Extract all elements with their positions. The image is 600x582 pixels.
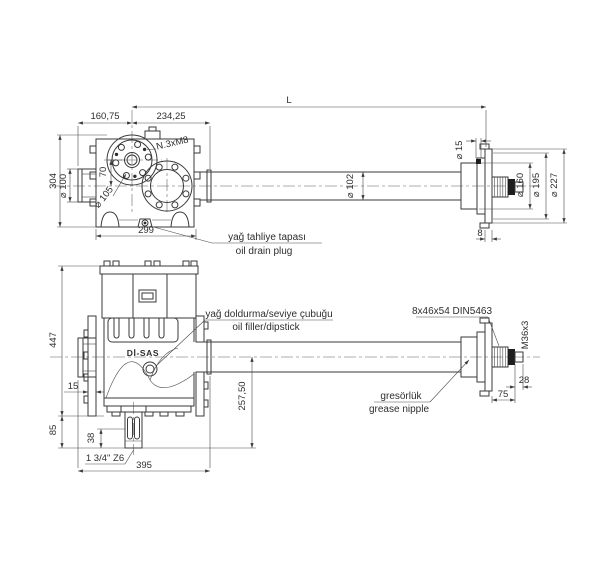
note-thread-m36: M36x3 <box>520 321 531 350</box>
brand-logo: Dİ-SAS <box>127 348 159 358</box>
dim-85: 85 <box>48 425 59 436</box>
dim-d100: ⌀ 100 <box>58 174 69 198</box>
dim-d15: ⌀ 15 <box>454 141 465 160</box>
dim-38: 38 <box>86 433 97 444</box>
note-grease-en: grease nipple <box>369 404 429 415</box>
dim-304: 304 <box>48 173 59 189</box>
dim-15: 15 <box>68 381 79 392</box>
dim-160-75: 160,75 <box>90 111 119 122</box>
dim-d160: ⌀ 160 <box>515 173 526 197</box>
note-oil-drain-tr: yağ tahliye tapası <box>228 232 306 243</box>
side-view-centerlines <box>50 356 540 455</box>
oil-filler-dipstick <box>142 361 158 377</box>
output-flange-top <box>460 143 524 229</box>
dim-8: 8 <box>477 228 482 239</box>
dim-70: 70 <box>98 167 109 178</box>
input-hub-side <box>77 337 97 378</box>
note-oil-filler-tr: yağ doldurma/seviye çubuğu <box>205 309 332 320</box>
dim-447: 447 <box>48 332 59 348</box>
dim-75: 75 <box>498 389 509 400</box>
tube-side <box>204 339 461 375</box>
output-flange-side <box>460 317 524 397</box>
dim-299: 299 <box>138 225 154 236</box>
dim-d227: ⌀ 227 <box>549 173 560 197</box>
tube-top <box>200 169 461 203</box>
top-view-dimensions: L 160,75 234,25 304 ⌀ 100 70 ⌀ 105 N.3xM… <box>48 95 567 257</box>
input-hub-top <box>77 168 97 203</box>
gearbox-body-side: Dİ-SAS <box>83 260 209 417</box>
top-view: L 160,75 234,25 304 ⌀ 100 70 ⌀ 105 N.3xM… <box>48 95 567 257</box>
note-pto-spline: 1 3/4" Z6 <box>86 453 124 464</box>
dim-234-25: 234,25 <box>156 111 185 122</box>
dim-257-50: 257,50 <box>237 381 248 410</box>
note-oil-filler-en: oil filler/dipstick <box>232 322 300 333</box>
dim-d102: ⌀ 102 <box>345 174 356 198</box>
side-view: Dİ-SAS <box>48 260 540 473</box>
note-grease-tr: gresörlük <box>380 391 422 402</box>
dim-28: 28 <box>519 375 530 386</box>
dim-d195: ⌀ 195 <box>531 173 542 197</box>
round-cover-face <box>141 160 193 212</box>
side-view-dimensions: 447 85 15 38 1 3/4" Z6 395 257,50 yağ do… <box>48 265 532 473</box>
note-output-spline: 8x46x54 DIN5463 <box>412 306 492 317</box>
dim-L: L <box>286 95 291 106</box>
note-oil-drain-en: oil drain plug <box>236 246 293 257</box>
dim-395: 395 <box>136 460 152 471</box>
oil-drain-plug <box>137 218 153 228</box>
